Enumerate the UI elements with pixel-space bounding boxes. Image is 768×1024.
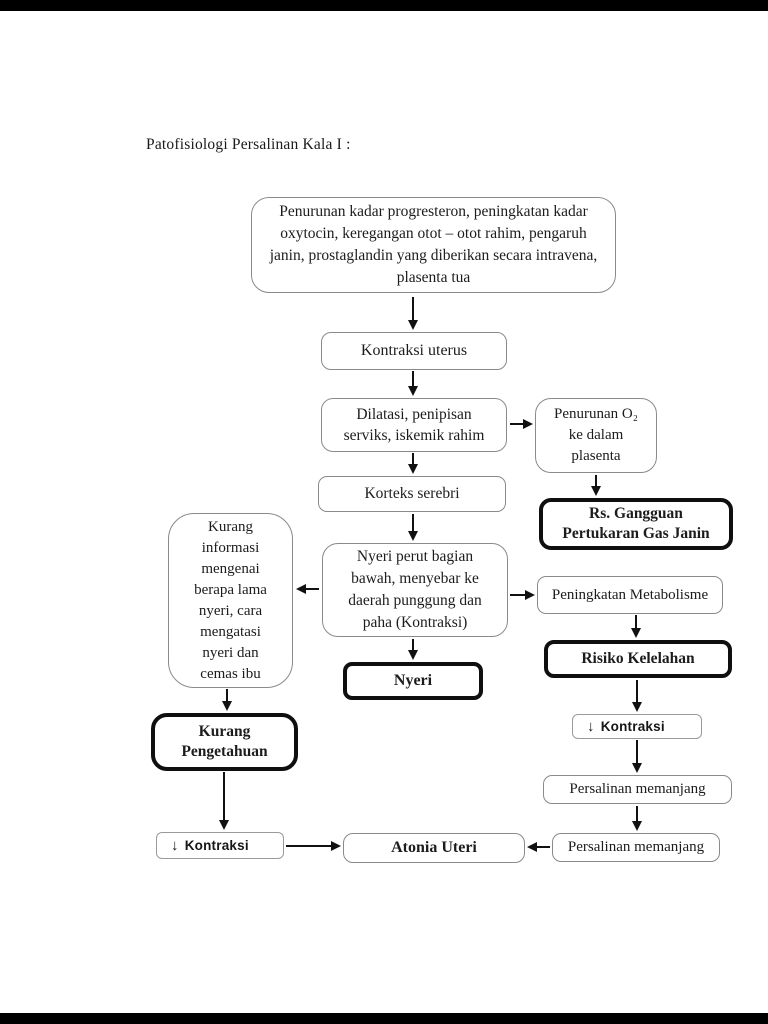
node-nyeri-label: Nyeri <box>393 672 433 689</box>
node-dilatasi-serviks: Dilatasi, penipisan serviks, iskemik rah… <box>321 398 507 452</box>
node-risiko-gangguan-pertukaran-gas: Rs. Gangguan Pertukaran Gas Janin <box>539 498 733 550</box>
node-dilatasi-serviks-label: Dilatasi, penipisan serviks, iskemik rah… <box>343 406 485 444</box>
node-risiko-gangguan-pertukaran-gas-label: Rs. Gangguan Pertukaran Gas Janin <box>562 505 710 542</box>
node-peningkatan-metabolisme-label: Peningkatan Metabolisme <box>551 586 709 603</box>
node-kurang-pengetahuan-label: Kurang Pengetahuan <box>181 723 268 760</box>
node-trigger-factors: Penurunan kadar progresteron, peningkata… <box>251 197 616 293</box>
node-penurunan-kontraksi-kiri-label: Kontraksi <box>184 838 249 853</box>
node-kontraksi-uterus: Kontraksi uterus <box>321 332 507 370</box>
node-persalinan-memanjang-bawah-label: Persalinan memanjang <box>567 839 705 855</box>
node-atonia-uteri: Atonia Uteri <box>343 833 525 863</box>
node-nyeri: Nyeri <box>343 662 483 700</box>
node-risiko-kelelahan-label: Risiko Kelelahan <box>581 650 695 667</box>
node-nyeri-perut: Nyeri perut bagian bawah, menyebar ke da… <box>322 543 508 637</box>
node-risiko-kelelahan: Risiko Kelelahan <box>544 640 732 678</box>
node-persalinan-memanjang-atas: Persalinan memanjang <box>543 775 732 804</box>
node-peningkatan-metabolisme: Peningkatan Metabolisme <box>537 576 723 614</box>
node-penurunan-kontraksi-kanan: ↓ Kontraksi <box>572 714 702 739</box>
node-korteks-serebri-label: Korteks serebri <box>364 485 460 502</box>
node-kurang-pengetahuan: Kurang Pengetahuan <box>151 713 298 771</box>
node-kontraksi-uterus-label: Kontraksi uterus <box>360 342 468 359</box>
down-arrow-icon: ↓ <box>587 718 595 735</box>
node-penurunan-o2-label: Penurunan O₂ ke dalam plasenta <box>554 406 638 464</box>
node-kurang-informasi-label: Kurang informasi mengenai berapa lama ny… <box>194 518 267 682</box>
node-trigger-factors-label: Penurunan kadar progresteron, peningkata… <box>269 203 598 286</box>
node-penurunan-kontraksi-kanan-label: Kontraksi <box>600 719 665 734</box>
page-title: Patofisiologi Persalinan Kala I : <box>146 136 351 153</box>
node-persalinan-memanjang-bawah: Persalinan memanjang <box>552 833 720 862</box>
node-korteks-serebri: Korteks serebri <box>318 476 506 512</box>
node-nyeri-perut-label: Nyeri perut bagian bawah, menyebar ke da… <box>348 548 482 631</box>
node-atonia-uteri-label: Atonia Uteri <box>391 839 477 856</box>
node-penurunan-kontraksi-kiri: ↓ Kontraksi <box>156 832 284 859</box>
bottom-edge-bar <box>0 1013 768 1024</box>
top-edge-bar <box>0 0 768 11</box>
node-penurunan-o2: Penurunan O₂ ke dalam plasenta <box>535 398 657 473</box>
node-kurang-informasi: Kurang informasi mengenai berapa lama ny… <box>168 513 293 688</box>
down-arrow-icon: ↓ <box>171 837 179 854</box>
node-persalinan-memanjang-atas-label: Persalinan memanjang <box>569 781 706 797</box>
